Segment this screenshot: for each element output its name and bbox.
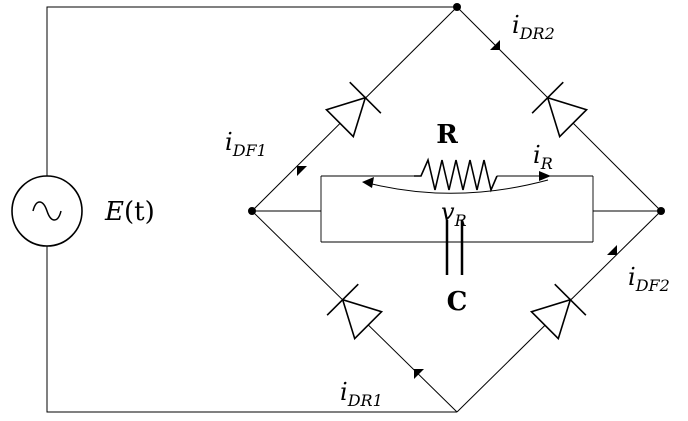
source-label: E(t) <box>104 197 155 227</box>
ac-voltage-source <box>11 175 83 247</box>
diode-df1 <box>324 81 382 139</box>
diode-dr1 <box>326 283 384 341</box>
label-i-dr1: iDR1 <box>340 378 383 410</box>
label-i-dr2: iDR2 <box>512 11 555 43</box>
label-i-df1: iDF1 <box>225 128 267 160</box>
arrow-i-df2 <box>607 245 617 255</box>
node-top <box>453 3 461 11</box>
arrow-i-dr2 <box>490 40 500 50</box>
load-network <box>252 175 661 243</box>
label-v-r: vR <box>441 198 467 230</box>
diode-dr2 <box>531 81 589 139</box>
arrow-i-dr1 <box>414 369 424 379</box>
node-left <box>248 207 256 215</box>
sine-wave-icon <box>32 201 62 221</box>
capacitor-label: C <box>447 287 468 317</box>
resistor-label: R <box>436 120 458 150</box>
source-loop-wires <box>46 6 457 413</box>
node-right <box>657 207 665 215</box>
arrow-i-r <box>539 171 551 181</box>
voltage-arrow-head <box>362 177 374 188</box>
diode-df2 <box>529 283 587 341</box>
bridge-wires <box>251 6 662 413</box>
resistor-r <box>414 157 498 193</box>
voltage-arrow-v-r <box>367 179 549 194</box>
label-i-df2: iDF2 <box>628 263 670 295</box>
capacitor-c <box>445 220 464 275</box>
label-i-r: iR <box>533 141 553 173</box>
arrow-i-df1 <box>297 166 307 176</box>
